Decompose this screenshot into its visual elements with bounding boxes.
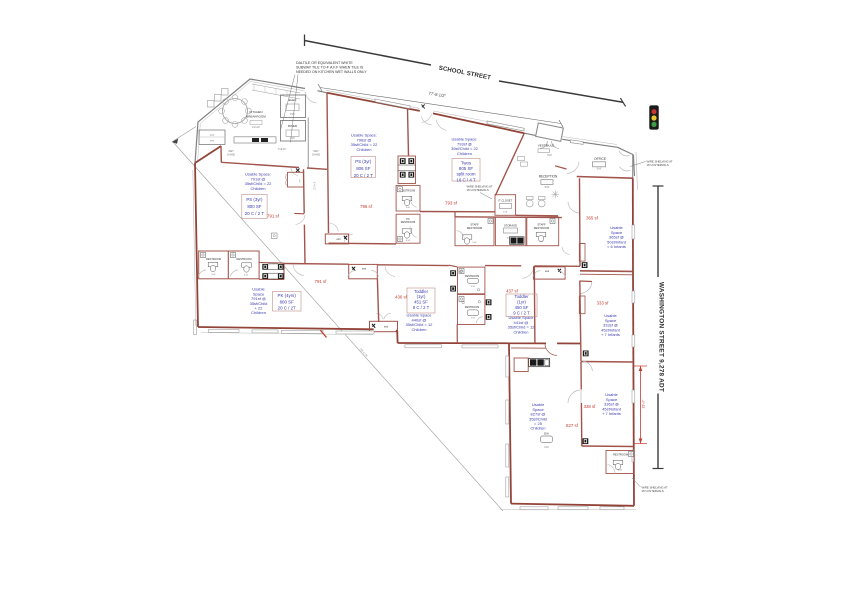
svg-text:RESTROOM: RESTROOM xyxy=(465,306,479,309)
svg-text:= 6 Infants: = 6 Infants xyxy=(607,244,626,249)
svg-text:800 SF: 800 SF xyxy=(280,299,294,304)
svg-text:5'x8': 5'x8' xyxy=(618,470,623,472)
svg-text:IT CLOSET: IT CLOSET xyxy=(498,199,512,203)
svg-text:1'x5': 1'x5' xyxy=(298,179,300,184)
svg-text:OFFICE: OFFICE xyxy=(594,157,606,161)
svg-text:RESTROOM: RESTROOM xyxy=(206,257,221,261)
svg-text:VESTIBULE: VESTIBULE xyxy=(538,143,555,147)
svg-text:exit: exit xyxy=(336,237,340,241)
svg-text:Children: Children xyxy=(412,327,427,332)
svg-text:Children: Children xyxy=(457,151,472,156)
svg-text:RECEPTION: RECEPTION xyxy=(539,174,558,178)
svg-text:PK (4yrs): PK (4yrs) xyxy=(278,293,297,298)
svg-text:Children: Children xyxy=(514,329,529,334)
svg-text:793 sf: 793 sf xyxy=(445,201,458,206)
svg-text:RESTROOM: RESTROOM xyxy=(613,452,628,456)
svg-text:9 C / 2 T: 9 C / 2 T xyxy=(413,305,430,310)
svg-text:806 SF: 806 SF xyxy=(356,166,370,171)
svg-text:split room: split room xyxy=(456,172,475,177)
svg-text:RESTROOM: RESTROOM xyxy=(237,257,252,261)
svg-text:exit: exit xyxy=(384,325,388,329)
svg-text:437 sf: 437 sf xyxy=(506,289,519,294)
svg-text:9'x9': 9'x9' xyxy=(290,113,295,116)
svg-text:CHASE: CHASE xyxy=(227,154,236,157)
svg-text:827 sf: 827 sf xyxy=(566,423,579,428)
svg-text:338 sf: 338 sf xyxy=(584,404,597,409)
svg-text:365 sf: 365 sf xyxy=(586,216,599,221)
svg-text:Toddler: Toddler xyxy=(414,289,429,294)
svg-text:805 SF: 805 SF xyxy=(459,166,473,171)
svg-text:Children: Children xyxy=(531,426,546,431)
svg-text:800 SF: 800 SF xyxy=(247,204,261,209)
svg-text:RESTROOM: RESTROOM xyxy=(534,226,550,230)
svg-text:5'x9': 5'x9' xyxy=(244,275,249,277)
svg-text:(1yr): (1yr) xyxy=(517,300,526,305)
svg-text:5'x9': 5'x9' xyxy=(472,242,477,244)
svg-text:BREAKROOM: BREAKROOM xyxy=(246,115,266,119)
svg-text:ELEC: ELEC xyxy=(289,98,298,102)
svg-text:9'x9': 9'x9' xyxy=(545,186,550,189)
svg-text:exit: exit xyxy=(362,267,366,271)
svg-text:5'x9': 5'x9' xyxy=(211,274,216,276)
svg-text:5'x9': 5'x9' xyxy=(539,241,544,243)
svg-text:4'x9': 4'x9' xyxy=(503,212,508,214)
svg-text:450 SF: 450 SF xyxy=(515,305,529,310)
svg-text:4'x6': 4'x6' xyxy=(210,135,215,137)
svg-text:STAFF: STAFF xyxy=(537,222,546,226)
svg-text:RESTROOM: RESTROOM xyxy=(401,221,415,224)
svg-text:4'x4': 4'x4' xyxy=(544,446,549,449)
svg-text:Children: Children xyxy=(251,310,266,315)
svg-text:20 C / 2T: 20 C / 2T xyxy=(278,306,296,311)
svg-text:(1yr): (1yr) xyxy=(417,294,426,299)
svg-text:vest: vest xyxy=(210,140,215,143)
svg-text:5'x9': 5'x9' xyxy=(471,318,476,320)
svg-text:DIA: DIA xyxy=(544,432,549,436)
svg-text:5'x9': 5'x9' xyxy=(406,207,411,209)
svg-text:RISER: RISER xyxy=(288,124,298,128)
svg-text:791 sf: 791 sf xyxy=(315,279,328,284)
svg-text:7'x9'10": 7'x9'10" xyxy=(278,148,287,151)
svg-text:+ 7 Infants: + 7 Infants xyxy=(602,411,621,416)
svg-text:16 C / 4 T: 16 C / 4 T xyxy=(456,177,476,182)
svg-text:5'x9': 5'x9' xyxy=(406,240,411,242)
svg-text:796 sf: 796 sf xyxy=(360,204,373,209)
svg-text:20 C / 2 T: 20 C / 2 T xyxy=(354,173,374,178)
svg-text:20 C / 2 T: 20 C / 2 T xyxy=(245,211,265,216)
svg-text:NEEDED ON KITCHEN WET WALLS ON: NEEDED ON KITCHEN WET WALLS ONLY xyxy=(296,70,367,74)
svg-text:9'x9': 9'x9' xyxy=(597,168,602,171)
svg-text:Twos: Twos xyxy=(461,161,472,166)
svg-text:exit: exit xyxy=(545,269,549,273)
svg-text:KITCHEN: KITCHEN xyxy=(249,110,262,114)
svg-text:451 SF: 451 SF xyxy=(414,300,428,305)
svg-text:16"H INTERVALS: 16"H INTERVALS xyxy=(647,163,669,167)
svg-text:23'-0": 23'-0" xyxy=(642,399,646,408)
svg-text:WASHINGTON STREET 9,278 ADT: WASHINGTON STREET 9,278 ADT xyxy=(658,282,665,392)
svg-text:16"H INTERVALS: 16"H INTERVALS xyxy=(467,188,489,192)
svg-text:Children: Children xyxy=(251,186,266,191)
svg-text:Children: Children xyxy=(357,147,372,152)
svg-text:RESTROOM: RESTROOM xyxy=(465,275,479,278)
svg-text:9'x9': 9'x9' xyxy=(547,154,552,157)
svg-text:+ 7 Infants: + 7 Infants xyxy=(601,332,620,337)
svg-text:RESTROOM: RESTROOM xyxy=(401,190,415,193)
svg-text:333 sf: 333 sf xyxy=(597,301,610,306)
svg-text:RESTROOM: RESTROOM xyxy=(467,226,483,230)
svg-text:21'x13': 21'x13' xyxy=(252,126,260,129)
svg-text:9'-4 1/2": 9'-4 1/2" xyxy=(313,182,315,191)
svg-text:436 sf: 436 sf xyxy=(395,295,408,300)
svg-text:DALTILE OR EQUIVALENT WHITE: DALTILE OR EQUIVALENT WHITE xyxy=(296,61,353,65)
svg-text:SUBWAY TILE TO 4' A.F.F WHEN T: SUBWAY TILE TO 4' A.F.F WHEN TILE IS xyxy=(296,66,364,70)
svg-text:5'x9': 5'x9' xyxy=(471,286,476,288)
svg-text:PS (3yr): PS (3yr) xyxy=(246,197,263,202)
svg-text:Toddler: Toddler xyxy=(514,294,529,299)
svg-text:16"H INTERVALS: 16"H INTERVALS xyxy=(642,489,664,493)
svg-text:CHASE: CHASE xyxy=(312,154,321,157)
svg-text:791 sf: 791 sf xyxy=(267,214,280,219)
svg-text:STORAGE: STORAGE xyxy=(504,223,517,227)
svg-text:PS (3yr): PS (3yr) xyxy=(355,159,372,164)
svg-text:STAFF: STAFF xyxy=(470,222,479,226)
